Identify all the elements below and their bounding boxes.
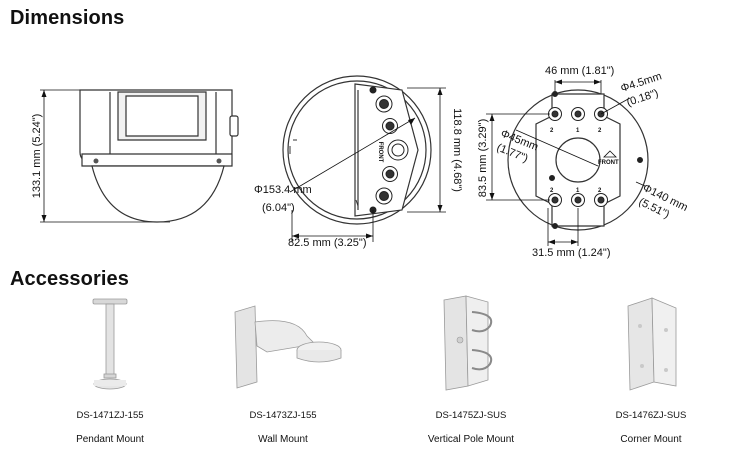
mount-hole-number-5: 1 bbox=[576, 188, 580, 194]
top-height-label: 118.8 mm (4.68") bbox=[451, 108, 463, 192]
mount-hole-number-2: 1 bbox=[576, 128, 580, 134]
accessory-name-corner: Corner Mount bbox=[620, 434, 682, 445]
accessory-name-pendant: Pendant Mount bbox=[76, 434, 144, 445]
top-height-dimension-line bbox=[407, 87, 446, 213]
top-front-label: FRONT bbox=[377, 142, 383, 163]
top-width-label: 82.5 mm (3.25") bbox=[288, 237, 367, 249]
accessory-model-pole: DS-1475ZJ-SUS bbox=[435, 410, 507, 421]
camera-top-connectors bbox=[369, 86, 409, 214]
mount-hole-number-3: 2 bbox=[598, 128, 602, 134]
mount-hole-leader bbox=[600, 97, 631, 115]
wall-mount-image bbox=[234, 305, 342, 389]
mount-front-arrow bbox=[603, 150, 617, 158]
mount-plate-body bbox=[507, 89, 649, 231]
mount-top-label: 46 mm (1.81") bbox=[545, 65, 614, 77]
camera-top-body bbox=[282, 75, 432, 225]
mounting-plate-diagram: 46 mm (1.81") 2 1 2 2 1 2 FRONT Φ4.5mm (… bbox=[477, 65, 690, 259]
camera-side-body bbox=[79, 89, 239, 223]
pendant-mount-image bbox=[92, 298, 128, 390]
top-width-dimension-line bbox=[291, 210, 374, 242]
accessory-model-corner: DS-1476ZJ-SUS bbox=[615, 410, 687, 421]
camera-side-view-diagram: 133.1 mm (5.24") bbox=[31, 89, 239, 223]
side-height-label: 133.1 mm (5.24") bbox=[31, 114, 43, 199]
mount-hole-number-6: 2 bbox=[598, 188, 602, 194]
corner-mount-image bbox=[627, 297, 677, 391]
top-diameter-leader bbox=[289, 117, 416, 193]
mount-front-label: FRONT bbox=[598, 160, 619, 166]
accessory-model-pendant: DS-1471ZJ-155 bbox=[76, 410, 144, 421]
dimensions-title: Dimensions bbox=[10, 7, 125, 29]
mount-inner-leader bbox=[515, 129, 599, 167]
mount-bottom-dimension-line bbox=[547, 208, 579, 246]
accessory-name-wall: Wall Mount bbox=[258, 434, 308, 445]
top-ring-marks bbox=[289, 139, 359, 207]
mount-vertical-dimension-line bbox=[486, 113, 550, 201]
mount-vertical-label: 83.5 mm (3.29") bbox=[477, 119, 489, 198]
accessories-title: Accessories bbox=[10, 268, 129, 290]
mount-top-dimension-line bbox=[554, 79, 602, 100]
mount-hole-number-4: 2 bbox=[550, 188, 554, 194]
mount-bottom-label: 31.5 mm (1.24") bbox=[532, 247, 611, 259]
vertical-pole-mount-image bbox=[443, 295, 493, 391]
accessory-name-pole: Vertical Pole Mount bbox=[427, 434, 515, 445]
top-diameter-in-label: (6.04") bbox=[262, 202, 295, 214]
mount-hole-number-1: 2 bbox=[550, 128, 554, 134]
mount-outer-leader bbox=[635, 181, 646, 187]
camera-top-view-diagram: FRONT Φ153.4 mm (6.04") 118.8 mm (4.68")… bbox=[254, 75, 463, 249]
accessory-model-wall: DS-1473ZJ-155 bbox=[249, 410, 317, 421]
top-diameter-mm-label: Φ153.4 mm bbox=[254, 184, 312, 196]
